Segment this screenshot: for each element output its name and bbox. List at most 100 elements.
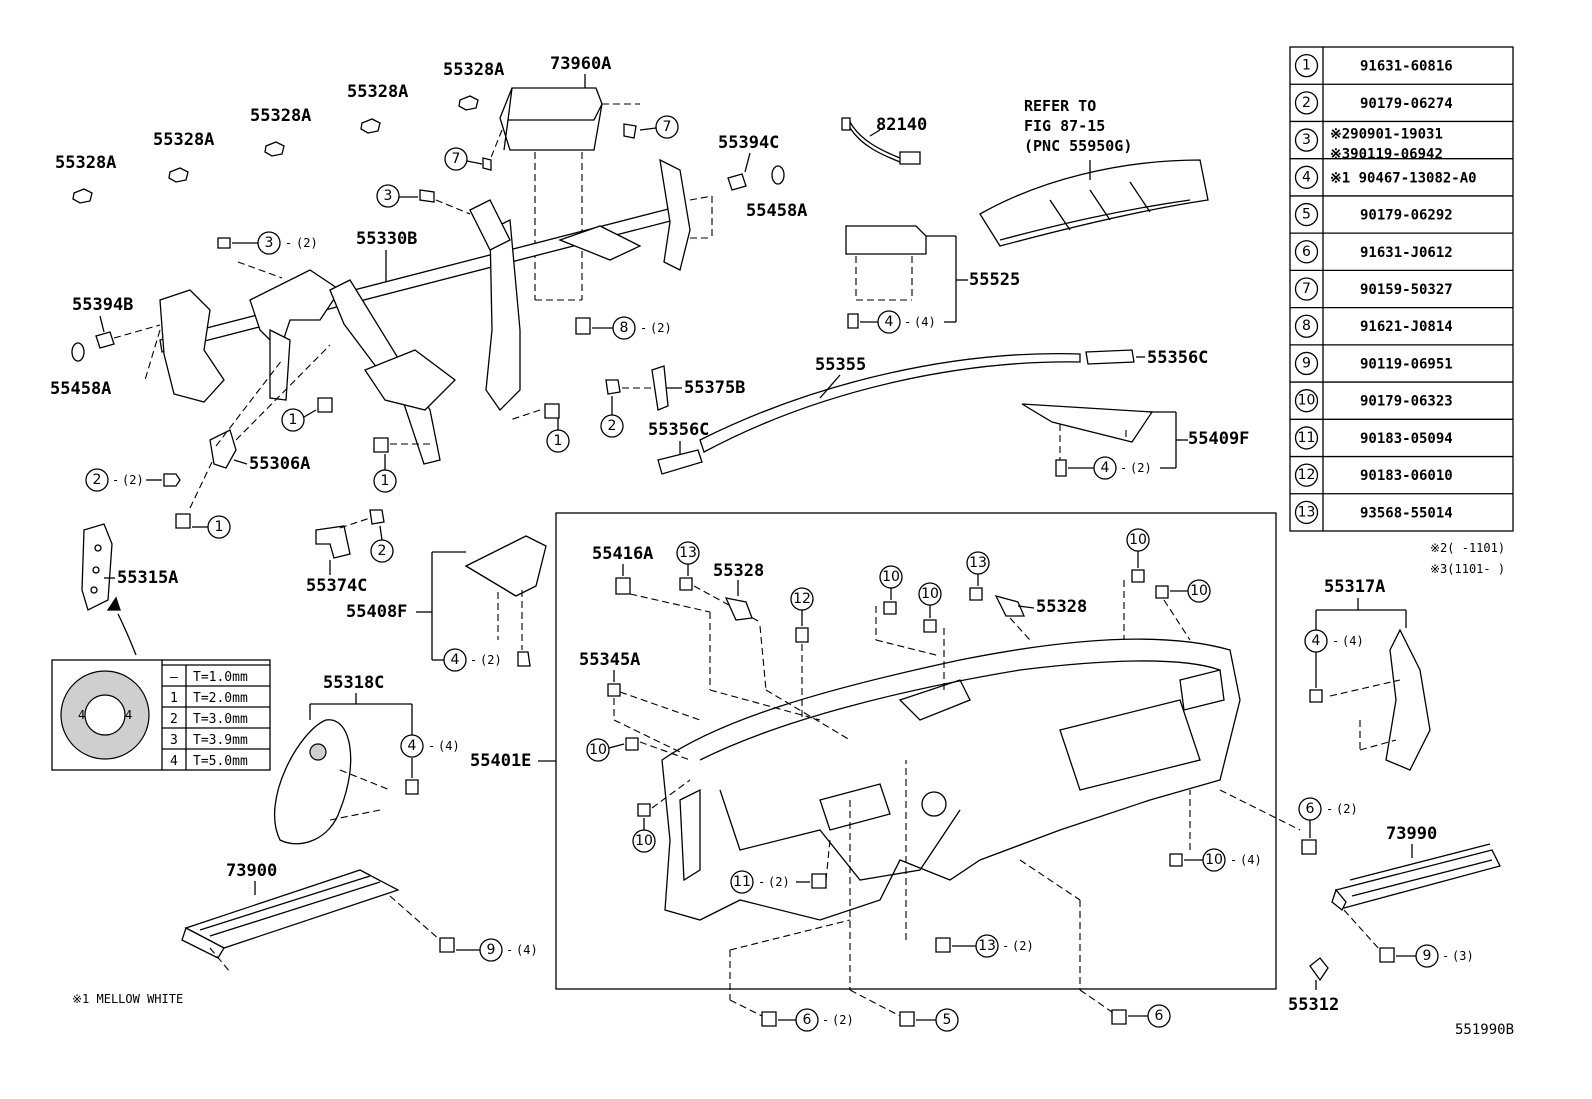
svg-text:5: 5 [943,1012,952,1028]
bracket-55375B: 55375B 2 [600,365,745,438]
svg-text:12: 12 [793,591,811,607]
qty-9-right: (3) [1452,949,1474,963]
figure-id: 551990B [1455,1022,1514,1038]
svg-text:-: - [822,1013,829,1027]
svg-text:-: - [285,236,292,250]
bottom-bolts: 6 - (2) 5 6 [729,989,1171,1032]
bracket-55317A: 55317A 4 - (4) [1304,577,1431,771]
bolt-table-number-circle [1294,314,1319,338]
bolt-table-number-circle [1294,389,1319,413]
qty-9-left: (4) [516,943,538,957]
svg-text:4: 4 [1101,460,1110,476]
svg-text:1: 1 [381,473,390,489]
qty-11: (2) [768,875,790,889]
svg-text:-: - [428,739,435,753]
bracket-55315A: 55315A [81,523,178,656]
washer-thk-2: T=3.0mm [193,712,248,727]
svg-text:1: 1 [215,519,224,535]
bolt-table-number: 3 [1302,132,1311,148]
svg-text:10: 10 [882,569,900,585]
svg-text:4: 4 [408,738,417,754]
svg-text:-: - [758,875,765,889]
washer-thickness-table: 4 4 — T=1.0mm 1 T=2.0mm 2 T=3.0mm 3 T=3.… [51,659,271,771]
svg-text:6: 6 [1155,1008,1164,1024]
svg-text:10: 10 [1190,583,1208,599]
washer-code-1: 1 [170,691,178,706]
label-73990: 73990 [1386,824,1437,844]
svg-text:1: 1 [289,412,298,428]
bolt-table-number: 1 [1302,58,1311,74]
refer-line-1: REFER TO [1024,97,1096,115]
label-55330B: 55330B [356,229,417,249]
qty-4-55408F: (2) [480,653,502,667]
label-55356C-left: 55356C [648,420,709,440]
svg-text:4: 4 [1312,633,1321,649]
label-55328A-5: 55328A [443,60,504,80]
label-55458A-top: 55458A [746,201,807,221]
label-55345A: 55345A [579,650,640,670]
bolt-table-number-circle [1294,426,1319,450]
washer-code-2: 2 [170,712,178,727]
svg-text:-: - [1120,461,1127,475]
label-55328-1: 55328 [713,561,764,581]
svg-text:7: 7 [663,119,672,135]
washer-mark-right: 4 [125,708,132,722]
bolt-table-part-number: 91631-60816 [1360,59,1453,75]
label-55525: 55525 [969,270,1020,290]
label-55328A-1: 55328A [55,153,116,173]
bolt-table-part-number: ※290901-19031 [1330,126,1443,142]
qty-4-55525: (4) [914,315,936,329]
label-55375B: 55375B [684,378,745,398]
svg-text:3: 3 [384,188,393,204]
label-55356C-right: 55356C [1147,348,1208,368]
qty-6-right: (2) [1336,802,1358,816]
panel-55408F: 55408F 4 - (2) [346,535,547,672]
svg-text:-: - [1326,802,1333,816]
cover-55318C: 55318C 4 - (4) [274,673,460,845]
svg-text:13: 13 [978,938,996,954]
label-55318C: 55318C [323,673,384,693]
panel-73900: 73900 9 - (4) [181,861,538,973]
label-55328-2: 55328 [1036,597,1087,617]
svg-text:4: 4 [451,652,460,668]
svg-text:1: 1 [554,433,563,449]
label-73900: 73900 [226,861,277,881]
svg-text:10: 10 [589,742,607,758]
qty-10: (4) [1240,853,1262,867]
bolt-table-part-number: ※390119-06942 [1330,146,1443,162]
svg-text:10: 10 [1129,532,1147,548]
bolt-table-number: 8 [1302,318,1311,334]
svg-text:8: 8 [620,320,629,336]
svg-text:2: 2 [378,543,387,559]
mellow-white-note: ※1 MELLOW WHITE [72,992,183,1006]
qty-3-left: (2) [296,236,318,250]
label-55408F: 55408F [346,602,407,622]
bolt-table-number: 13 [1298,504,1316,520]
bolt-table-number: 4 [1302,169,1311,185]
qty-4-55318C: (4) [438,739,460,753]
bolt-table-number: 12 [1298,467,1316,483]
wire-82140: 82140 [841,115,927,165]
airbag-73960A: 73960A 7 7 [444,54,679,301]
svg-text:-: - [1002,939,1009,953]
svg-text:10: 10 [635,833,653,849]
bolt-table-number-circle [1294,240,1319,264]
label-55374C: 55374C [306,576,367,596]
label-55409F: 55409F [1188,429,1249,449]
svg-text:-: - [506,943,513,957]
bolt-table-number: 5 [1302,207,1311,223]
label-55394B: 55394B [72,295,133,315]
bolt-table-part-number: 90159-50327 [1360,282,1453,298]
panel-73990: 6 - (2) 73990 9 - (3) [1298,797,1501,968]
qty-8: (2) [650,321,672,335]
cover-55525: 55525 4 - (4) [845,225,1020,334]
svg-text:-: - [470,653,477,667]
bolt-table-part-number: 90119-06951 [1360,356,1453,372]
bolt-table-number-circle [1294,351,1319,376]
panel-55409F: 55409F 4 - (2) [1021,403,1249,480]
washer-code-4: 4 [170,754,178,769]
svg-text:10: 10 [921,586,939,602]
svg-text:10: 10 [1205,852,1223,868]
molding-55355: 55355 55356C 55356C [648,348,1208,475]
